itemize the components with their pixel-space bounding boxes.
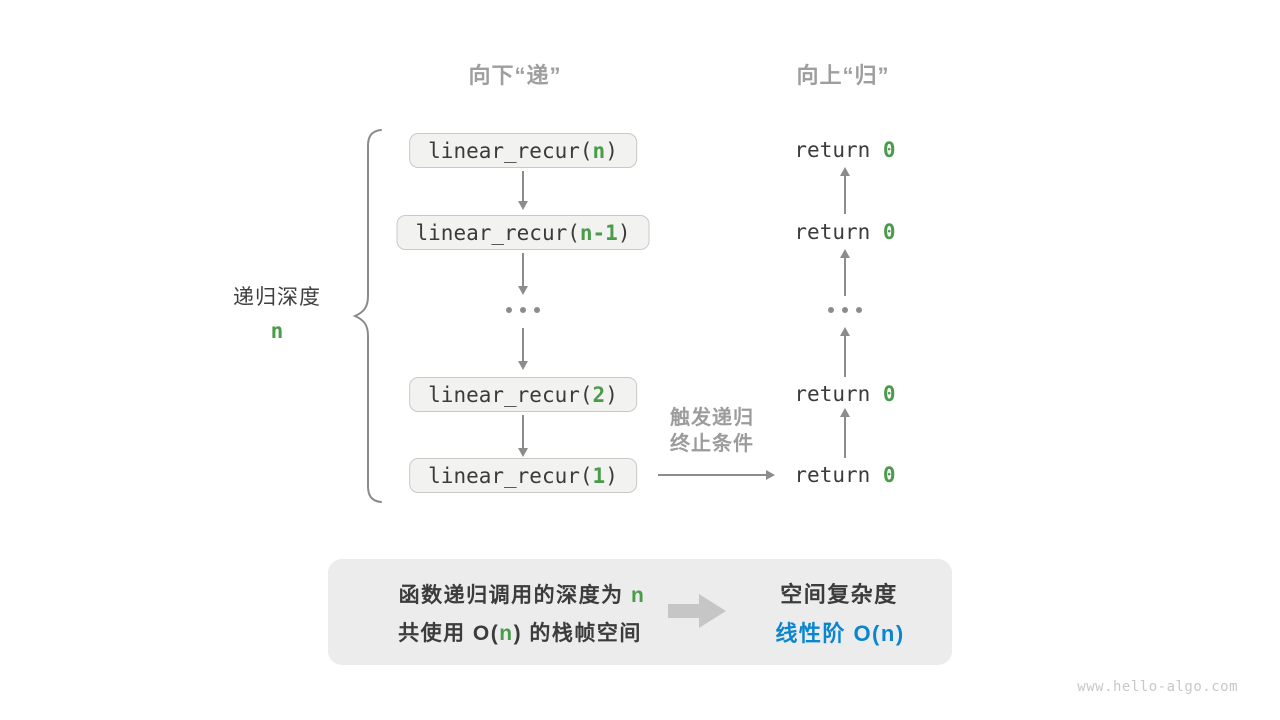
arrow-down-icon	[517, 328, 528, 370]
arrow-down-icon	[517, 171, 528, 210]
call-arg: 2	[592, 382, 606, 407]
return-statement: return 0	[794, 138, 896, 162]
depth-value: n	[270, 319, 284, 343]
arrow-down-icon	[517, 253, 528, 295]
depth-label: 递归深度	[233, 286, 321, 309]
call-arg: n-1	[579, 220, 618, 245]
summary-box	[328, 559, 952, 665]
arrow-up-icon	[839, 327, 850, 377]
call-box-2: linear_recur(2)	[409, 377, 637, 412]
call-box-n: linear_recur(n)	[409, 133, 637, 168]
arrow-up-icon	[839, 249, 850, 296]
call-text: linear_recur(	[415, 220, 580, 245]
summary-line-2: 共使用 O(n) 的栈帧空间	[398, 622, 642, 645]
arrow-down-icon	[517, 415, 528, 457]
summary-result-value: 线性阶 O(n)	[775, 621, 905, 646]
return-statement: return 0	[794, 463, 896, 487]
header-return: 向上“归”	[796, 63, 890, 88]
call-box-n-1: linear_recur(n-1)	[396, 215, 650, 250]
arrow-up-icon	[839, 167, 850, 214]
return-statement: return 0	[794, 382, 896, 406]
arrow-up-icon	[839, 408, 850, 458]
implies-arrow-icon	[668, 594, 726, 628]
depth-brace	[352, 129, 382, 503]
ellipsis-dots	[506, 307, 540, 313]
return-statement: return 0	[794, 220, 896, 244]
ellipsis-dots	[828, 307, 862, 313]
call-text: linear_recur(	[428, 138, 593, 163]
call-text: linear_recur(	[428, 463, 593, 488]
summary-line-1: 函数递归调用的深度为 n	[398, 584, 646, 607]
call-text: linear_recur(	[428, 382, 593, 407]
call-arg: n	[592, 138, 606, 163]
watermark: www.hello-algo.com	[1077, 679, 1238, 695]
trigger-label: 触发递归 终止条件	[670, 407, 754, 455]
header-descend: 向下“递”	[468, 63, 562, 88]
call-arg: 1	[592, 463, 606, 488]
summary-result-title: 空间复杂度	[780, 582, 898, 607]
call-box-1: linear_recur(1)	[409, 458, 637, 493]
arrow-right-icon	[658, 469, 775, 480]
